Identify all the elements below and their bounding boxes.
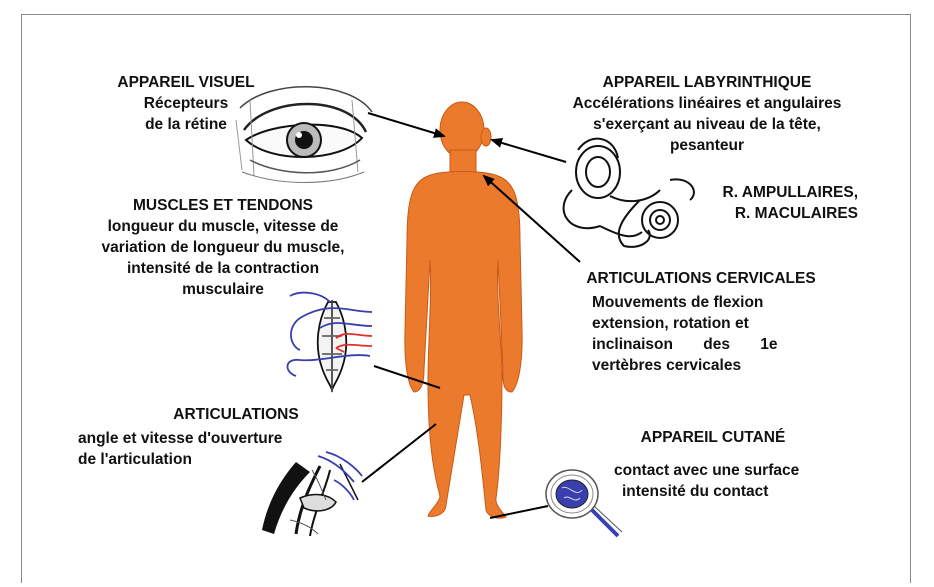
cervical-line-3: inclinaison des 1e: [592, 334, 824, 355]
labyrinth-line-3: pesanteur: [502, 135, 912, 156]
cervical-line-2: extension, rotation et: [592, 313, 824, 334]
human-body-figure: [405, 102, 522, 518]
skin-line-2: intensité du contact: [614, 481, 854, 502]
joints-title-block: ARTICULATIONS: [116, 404, 356, 425]
labyrinth-title: APPAREIL LABYRINTHIQUE: [502, 72, 912, 93]
cervical-line-4: vertèbres cervicales: [592, 355, 824, 376]
joints-title: ARTICULATIONS: [116, 404, 356, 425]
joints-line-2: de l'articulation: [78, 449, 358, 470]
muscles-line-3: intensité de la contraction: [58, 258, 388, 279]
skin-title-block: APPAREIL CUTANÉ: [608, 427, 818, 448]
joints-text-block: angle et vitesse d'ouverture de l'articu…: [78, 428, 358, 470]
skin-text-block: contact avec une surface intensité du co…: [614, 460, 854, 502]
muscles-label-block: MUSCLES ET TENDONS longueur du muscle, v…: [58, 195, 388, 300]
labyrinth-receptors-block: R. AMPULLAIRES, R. MACULAIRES: [690, 182, 858, 224]
labyrinth-line-2: s'exerçant au niveau de la tête,: [502, 114, 912, 135]
visual-line-2: de la rétine: [92, 114, 280, 135]
cervical-label-block: ARTICULATIONS CERVICALES: [528, 268, 874, 289]
arrow-eye-to-head: [368, 113, 444, 136]
muscle-spindle-illustration: [287, 293, 372, 392]
skin-title: APPAREIL CUTANÉ: [608, 427, 818, 448]
muscles-line-2: variation de longueur du muscle,: [58, 237, 388, 258]
line-joint-to-knee: [362, 424, 436, 482]
joints-line-1: angle et vitesse d'ouverture: [78, 428, 358, 449]
visual-title: APPAREIL VISUEL: [92, 72, 280, 93]
labyrinth-receptor-1: R. AMPULLAIRES,: [690, 182, 858, 203]
visual-label-block: APPAREIL VISUEL Récepteurs de la rétine: [92, 72, 280, 135]
visual-line-1: Récepteurs: [92, 93, 280, 114]
cervical-line-1: Mouvements de flexion: [592, 292, 824, 313]
labyrinth-line-1: Accélérations linéaires et angulaires: [502, 93, 912, 114]
skin-receptor-illustration: [546, 470, 622, 536]
labyrinth-receptor-2: R. MACULAIRES: [690, 203, 858, 224]
muscles-title: MUSCLES ET TENDONS: [58, 195, 388, 216]
cervical-text-block: Mouvements de flexion extension, rotatio…: [592, 292, 824, 376]
skin-line-1: contact avec une surface: [614, 460, 854, 481]
muscles-line-1: longueur du muscle, vitesse de: [58, 216, 388, 237]
cervical-title: ARTICULATIONS CERVICALES: [528, 268, 874, 289]
muscles-line-4: musculaire: [58, 279, 388, 300]
labyrinth-label-block: APPAREIL LABYRINTHIQUE Accélérations lin…: [502, 72, 912, 156]
